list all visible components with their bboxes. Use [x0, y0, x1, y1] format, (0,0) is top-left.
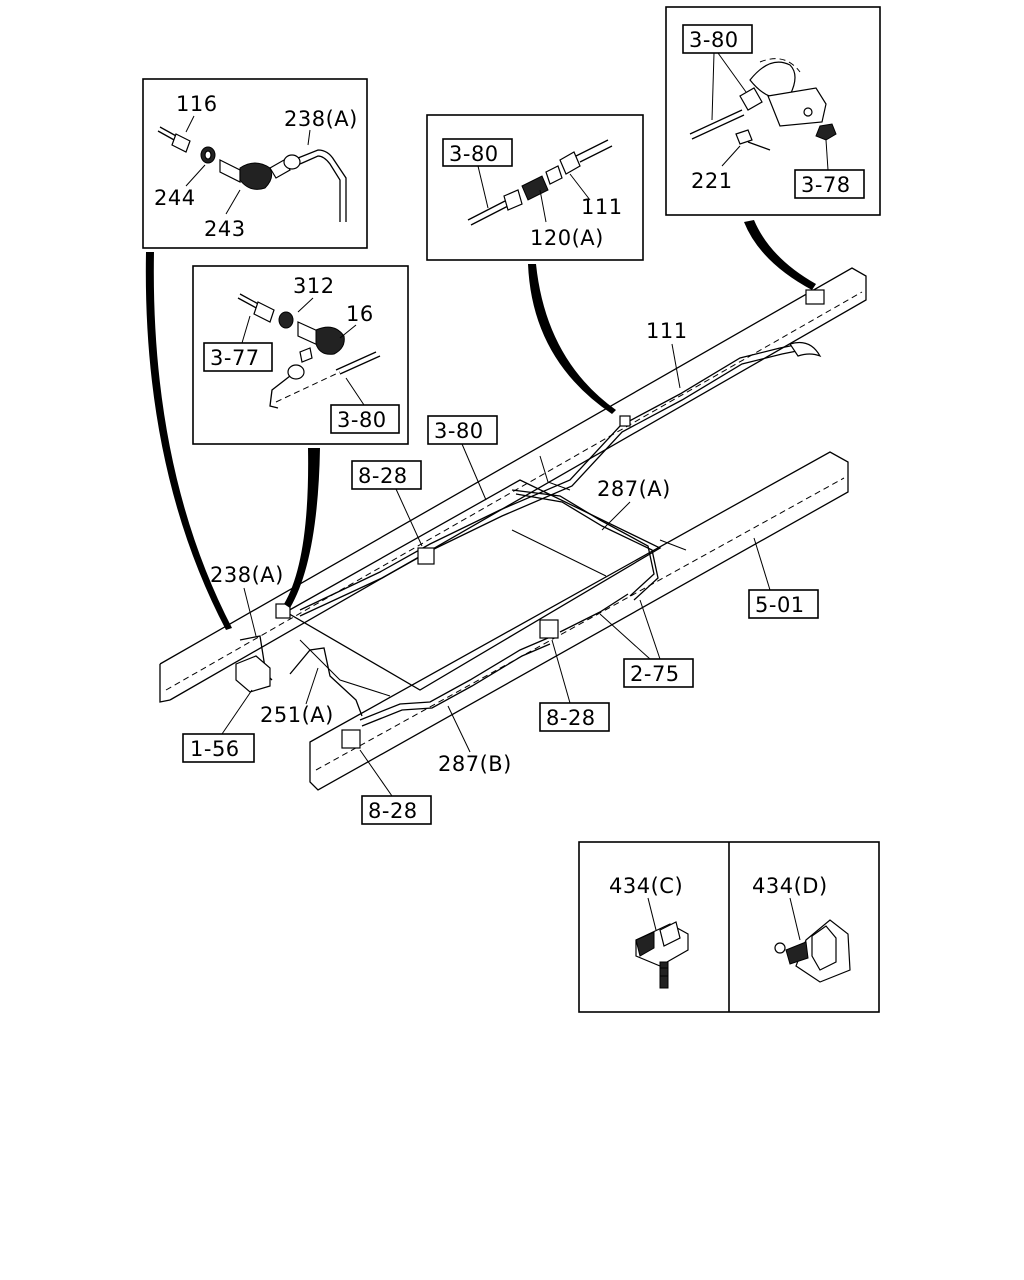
ref-box-8-28-c [361, 795, 432, 825]
callout-inset1 [145, 252, 232, 630]
fuel-filter [235, 655, 271, 693]
label-287a: 287(A) [597, 477, 671, 501]
label-287b: 287(B) [438, 752, 512, 776]
label-1-56: 1-56 [190, 737, 240, 761]
ref-box-1-56 [182, 733, 255, 763]
label-120a: 120(A) [530, 226, 604, 250]
fuel-tank-outline [284, 479, 662, 691]
label-8-28-a: 8-28 [358, 464, 408, 488]
frame-rail-left [159, 267, 867, 701]
label-3-77: 3-77 [210, 346, 260, 370]
label-111-main: 111 [646, 319, 688, 343]
inset-frame [426, 114, 644, 261]
fuel-line-287b [359, 637, 549, 721]
label-3-80-inset4: 3-80 [689, 28, 739, 52]
label-238a-inset: 238(A) [284, 107, 358, 131]
inset-frame [665, 6, 881, 216]
ref-box-3-80 [330, 404, 400, 434]
label-251a: 251(A) [260, 703, 334, 727]
nut-312 [278, 311, 294, 329]
label-221: 221 [691, 169, 733, 193]
fitting [253, 301, 275, 323]
ref-box-5-01 [748, 589, 819, 619]
label-3-80-inset2: 3-80 [337, 408, 387, 432]
union-243 [219, 159, 241, 183]
label-8-28-b: 8-28 [546, 706, 596, 730]
ref-box-3-78 [794, 169, 865, 199]
inset-bracket-mount: 3-80 221 3-78 [665, 6, 881, 216]
clip-434d [774, 919, 851, 983]
frame-rail-right [309, 451, 849, 791]
main-assembly: 111 3-80 8-28 287(A) 5-01 238(A) 2-75 25… [159, 267, 867, 825]
inset-fuel-line-connector: 116 238(A) 244 243 [142, 78, 368, 249]
label-312: 312 [293, 274, 335, 298]
label-111-inset: 111 [581, 195, 623, 219]
fuel-line-287a [511, 489, 655, 597]
label-434d: 434(D) [752, 874, 828, 898]
label-238a-main: 238(A) [210, 563, 284, 587]
label-244: 244 [154, 186, 196, 210]
inset-return-line-connector: 312 16 3-77 3-80 [192, 265, 409, 445]
label-3-80-inset3: 3-80 [449, 142, 499, 166]
label-16: 16 [346, 302, 374, 326]
fitting-116 [171, 133, 191, 153]
clip-434c [635, 921, 689, 989]
label-3-78: 3-78 [801, 173, 851, 197]
inset-frame [142, 78, 368, 249]
label-116: 116 [176, 92, 218, 116]
inset-feed-line-joint: 3-80 111 120(A) [426, 114, 644, 261]
fuel-line-111 [299, 343, 801, 611]
clip-8-28-c [341, 729, 361, 749]
ref-box-8-28-b [539, 702, 610, 732]
ref-box-3-80 [682, 24, 753, 54]
inset-clips: 434(C) 434(D) [578, 841, 880, 1013]
label-434c: 434(C) [609, 874, 683, 898]
label-2-75: 2-75 [630, 662, 680, 686]
callout-inset2 [284, 448, 320, 608]
ref-box-8-28-a [351, 460, 422, 490]
bracket [767, 87, 827, 127]
nut-111 [559, 151, 581, 175]
union-120a [521, 175, 549, 201]
ref-box-2-75 [623, 658, 694, 688]
label-243: 243 [204, 217, 246, 241]
bolt-221 [735, 129, 753, 145]
inset-frame [192, 265, 409, 445]
fuel-line-251a [289, 647, 363, 717]
fitting [503, 189, 523, 211]
callout-inset3 [528, 264, 616, 414]
label-5-01: 5-01 [755, 593, 805, 617]
nut-3-78 [815, 123, 837, 141]
label-3-80-main: 3-80 [434, 419, 484, 443]
clip-8-28-a [417, 547, 435, 565]
ref-box-3-80 [442, 138, 513, 167]
clip-8-28-b [539, 619, 559, 639]
ref-box-3-77 [203, 342, 273, 372]
label-8-28-c: 8-28 [368, 799, 418, 823]
callout-inset4 [744, 220, 816, 290]
